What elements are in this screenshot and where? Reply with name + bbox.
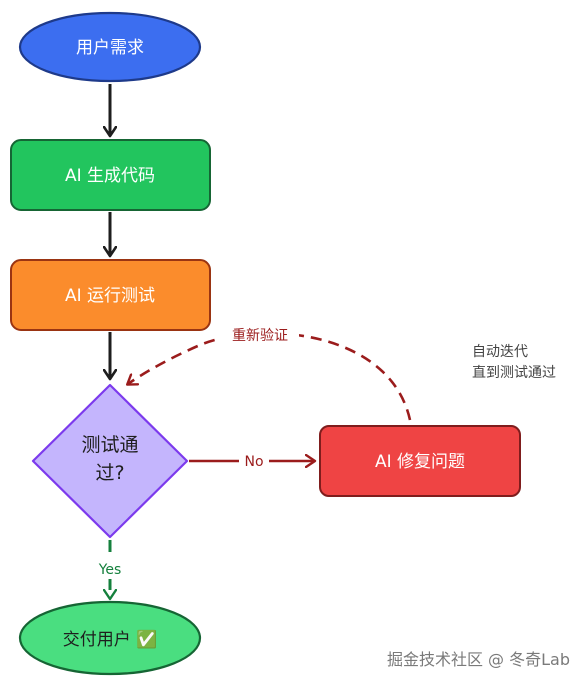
node-user-needs-shape — [18, 11, 202, 83]
node-ai-generate-shape — [10, 139, 211, 211]
node-ai-run-test-shape — [10, 259, 211, 331]
note-line1: 自动迭代 — [472, 344, 528, 360]
edge-no-label: No — [244, 454, 263, 470]
arrow-fix-to-decision-reverify — [128, 331, 412, 421]
node-test-pass-label-line1: 测试通 — [81, 434, 138, 456]
node-ai-generate-label: AI 生成代码 — [65, 166, 155, 186]
edge-yes-label-bg — [92, 559, 128, 579]
node-test-pass-label-line2: 过? — [95, 462, 124, 484]
node-test-pass-decision: 测试通 过? — [31, 383, 189, 539]
node-test-pass-shape — [31, 383, 189, 539]
watermark-text: 掘金技术社区 @ 冬奇Lab — [387, 650, 570, 669]
node-user-needs-label: 用户需求 — [76, 38, 144, 58]
node-ai-run-test: AI 运行测试 — [10, 259, 211, 331]
node-deliver-shape — [18, 600, 202, 676]
edge-yes-label: Yes — [98, 562, 122, 578]
node-ai-run-test-label: AI 运行测试 — [65, 286, 155, 306]
node-deliver: 交付用户 ✅ — [18, 600, 202, 676]
node-user-needs: 用户需求 — [18, 11, 202, 83]
edge-no-label-bg — [239, 451, 269, 471]
node-ai-fix: AI 修复问题 — [319, 425, 521, 497]
edge-reverify-label-bg — [221, 324, 299, 346]
node-ai-generate: AI 生成代码 — [10, 139, 211, 211]
node-deliver-label: 交付用户 ✅ — [63, 629, 158, 650]
edge-reverify-label: 重新验证 — [232, 328, 288, 344]
node-ai-fix-shape — [319, 425, 521, 497]
note-line2: 直到测试通过 — [472, 364, 556, 381]
node-ai-fix-label: AI 修复问题 — [375, 452, 465, 472]
